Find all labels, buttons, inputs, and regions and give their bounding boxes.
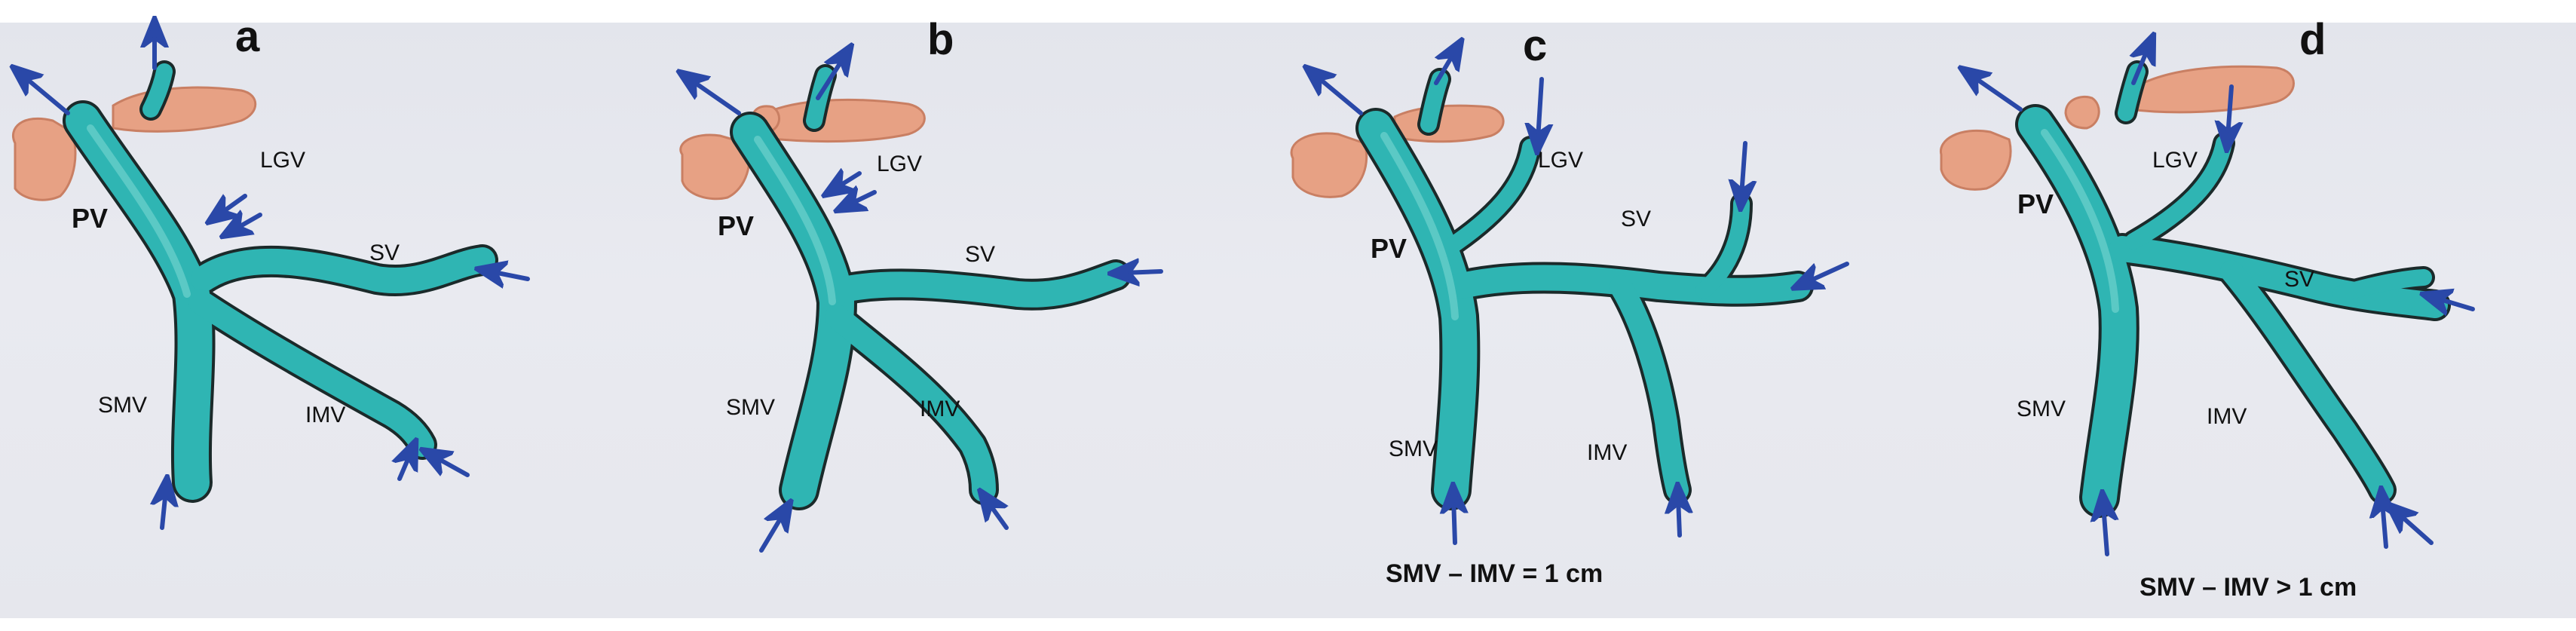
panel-d: d PV LGV SV SMV IMV SMV – IMV > 1 cm (1940, 15, 2475, 602)
flow-arrow-icon (234, 215, 262, 230)
sv-label: SV (965, 242, 995, 267)
flow-arrow-icon (690, 79, 741, 115)
veins-c (1355, 68, 1814, 510)
veins-b (730, 64, 1132, 510)
veins-d (2015, 60, 2451, 518)
smv-label: SMV (726, 395, 775, 420)
pancreas-head-shape (12, 117, 77, 201)
pancreas-head-shape (1940, 130, 2012, 191)
flow-arrow-icon (1538, 77, 1542, 139)
smv-label: SMV (1389, 436, 1438, 461)
flow-arrow-icon (2435, 298, 2475, 309)
panel-letter: c (1523, 21, 1547, 70)
panel-letter: d (2299, 15, 2326, 64)
distance-caption: SMV – IMV > 1 cm (2140, 573, 2357, 602)
pv-label: PV (718, 210, 754, 241)
lgv-label: LGV (1538, 148, 1583, 173)
imv-label: IMV (1587, 440, 1627, 465)
pv-label: PV (2017, 188, 2054, 219)
flow-arrow-icon (2133, 47, 2149, 85)
flow-arrow-icon (1971, 75, 2023, 112)
pancreas-body-shape (756, 98, 926, 143)
pv-label: PV (72, 203, 108, 234)
flow-arrow-icon (2103, 505, 2107, 556)
flow-arrow-icon (848, 192, 877, 205)
flow-arrow-icon (219, 196, 247, 215)
pancreas-head-shape (679, 133, 751, 201)
pancreas-body-shape (2128, 65, 2295, 114)
pancreas-head-shape (1290, 132, 1368, 198)
flow-arrow-icon (1316, 75, 1363, 115)
lgv-label: LGV (260, 148, 305, 173)
imv-label: IMV (920, 397, 960, 421)
flow-arrow-icon (835, 173, 862, 188)
flow-arrow-icon (2397, 513, 2434, 545)
flow-arrow-icon (1436, 51, 1455, 85)
pancreas-knob-shape (2064, 95, 2100, 130)
lgv-label: LGV (2152, 148, 2198, 173)
panel-letter: a (235, 12, 260, 61)
flow-arrow-icon (816, 57, 844, 100)
flow-arrow-icon (988, 501, 1006, 530)
sv-label: SV (2284, 267, 2314, 292)
drawing-board (0, 23, 2576, 618)
flow-arrow-icon (433, 456, 470, 475)
imv-label: IMV (2207, 404, 2247, 429)
flow-arrow-icon (1123, 271, 1163, 273)
smv-label: SMV (2017, 397, 2066, 421)
imv-label: IMV (305, 403, 345, 427)
flow-arrow-icon (400, 452, 411, 481)
flow-arrow-icon (2382, 501, 2386, 549)
sv-label: SV (369, 240, 400, 265)
sv-label: SV (1621, 207, 1651, 231)
distance-caption: SMV – IMV = 1 cm (1386, 559, 1603, 588)
lgv-label: LGV (877, 152, 922, 176)
panel-letter: b (927, 15, 954, 64)
panel-b: b PV LGV SV SMV IMV (679, 15, 1163, 553)
flow-arrow-icon (162, 490, 166, 530)
flow-arrow-icon (1453, 498, 1455, 545)
flow-arrow-icon (759, 513, 784, 553)
panel-a: a PV LGV SV SMV IMV (12, 12, 530, 530)
flow-arrow-icon (490, 271, 530, 279)
flow-arrow-icon (1806, 262, 1849, 283)
pancreas-body-shape (112, 86, 257, 133)
veins-a (63, 60, 498, 503)
flow-arrow-icon (2228, 84, 2231, 137)
smv-label: SMV (98, 393, 147, 418)
pancreas-body-shape (1393, 104, 1505, 143)
panel-c: c PV LGV SV SMV IMV SMV – IMV = 1 cm (1290, 21, 1849, 588)
flow-arrow-icon (1678, 498, 1680, 538)
pv-label: PV (1371, 233, 1407, 264)
flow-arrow-icon (1741, 141, 1745, 196)
flow-arrow-icon (23, 75, 70, 115)
